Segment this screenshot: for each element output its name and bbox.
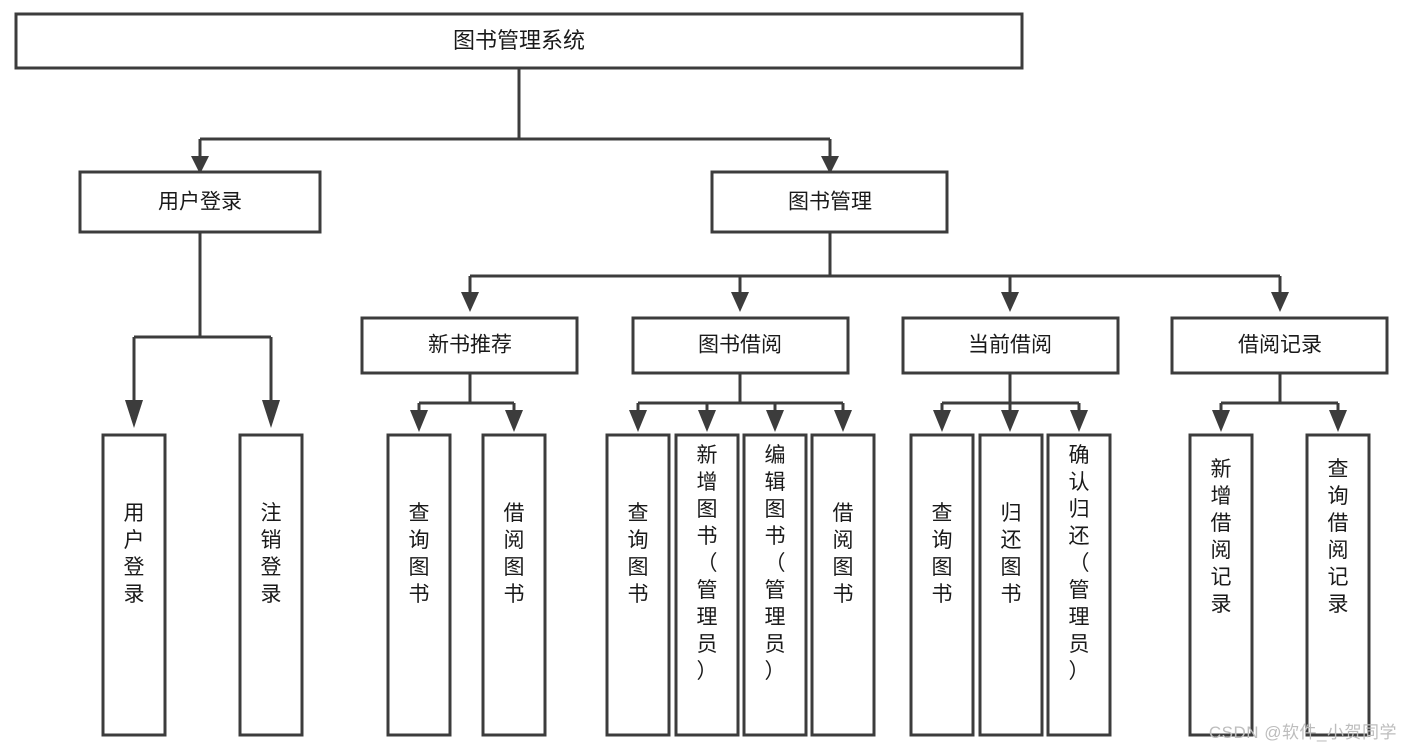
arrow-head-leaf-add-book bbox=[698, 410, 716, 432]
leaf-confirm-return-label: 确认归还（管理员） bbox=[1069, 444, 1090, 683]
node-root-box[interactable] bbox=[14, 12, 1024, 70]
leaf-borrow-book-label: 借阅图书 bbox=[833, 502, 854, 606]
leaf-add-borrow-record[interactable]: 新增借阅记录 bbox=[1188, 433, 1254, 737]
node-book-management-box[interactable] bbox=[710, 170, 949, 234]
node-root[interactable]: 图书管理系统 bbox=[14, 12, 1024, 70]
arrow-head-leaf-confirm-return bbox=[1070, 410, 1088, 432]
leaf-user-login-box[interactable] bbox=[101, 433, 167, 737]
connector-group-root bbox=[191, 68, 839, 174]
node-book-management-label: 图书管理 bbox=[788, 191, 872, 214]
node-current-borrow-box[interactable] bbox=[901, 316, 1120, 375]
connector-currentborrow-to-leaves bbox=[940, 373, 1081, 412]
connector-root-to-level2 bbox=[198, 68, 832, 158]
leaf-confirm-return-box[interactable] bbox=[1046, 433, 1112, 737]
node-user-login-label: 用户登录 bbox=[158, 191, 242, 214]
node-root-label: 图书管理系统 bbox=[453, 28, 585, 53]
leaf-add-borrow-record-box[interactable] bbox=[1188, 433, 1254, 737]
node-book-borrow[interactable]: 图书借阅 bbox=[631, 316, 850, 375]
arrow-head-leaf-query-book-3 bbox=[933, 410, 951, 432]
leaf-borrow-book-rec-label: 借阅图书 bbox=[504, 502, 525, 606]
node-book-borrow-label: 图书借阅 bbox=[698, 334, 782, 357]
node-user-login[interactable]: 用户登录 bbox=[78, 170, 322, 234]
leaf-logout-label: 注销登录 bbox=[261, 502, 282, 606]
leaf-query-book-current-label: 查询图书 bbox=[932, 502, 953, 606]
leaf-borrow-book-box[interactable] bbox=[810, 433, 876, 737]
connector-userlogin-to-leaves bbox=[132, 232, 273, 400]
node-new-book-recommend[interactable]: 新书推荐 bbox=[360, 316, 579, 375]
arrow-head-book-manage bbox=[821, 156, 839, 174]
arrow-head-leaf-add-record bbox=[1212, 410, 1230, 432]
arrow-head-new-book-rec bbox=[461, 292, 479, 312]
arrow-head-leaf-user-login bbox=[125, 400, 143, 428]
leaf-borrow-book-rec[interactable]: 借阅图书 bbox=[481, 433, 547, 737]
leaf-query-book-rec[interactable]: 查询图书 bbox=[386, 433, 452, 737]
leaf-add-book-label: 新增图书（管理员） bbox=[697, 444, 718, 683]
node-borrow-record-label: 借阅记录 bbox=[1238, 334, 1322, 357]
arrow-head-leaf-borrow-book-2 bbox=[834, 410, 852, 432]
leaf-user-login[interactable]: 用户登录 bbox=[101, 433, 167, 737]
connector-group-book-manage bbox=[461, 232, 1289, 312]
leaf-query-book-borrow-label: 查询图书 bbox=[628, 502, 649, 606]
arrow-head-leaf-query-book-1 bbox=[410, 410, 428, 432]
leaf-edit-book-box[interactable] bbox=[742, 433, 808, 737]
leaf-add-book-box[interactable] bbox=[674, 433, 740, 737]
node-new-book-recommend-label: 新书推荐 bbox=[428, 334, 512, 357]
leaf-borrow-book[interactable]: 借阅图书 bbox=[810, 433, 876, 737]
arrow-head-leaf-edit-book bbox=[766, 410, 784, 432]
leaf-logout-box[interactable] bbox=[238, 433, 304, 737]
connector-borrowrecord-to-leaves bbox=[1219, 373, 1340, 412]
node-user-login-box[interactable] bbox=[78, 170, 322, 234]
node-borrow-record[interactable]: 借阅记录 bbox=[1170, 316, 1389, 375]
node-borrow-record-box[interactable] bbox=[1170, 316, 1389, 375]
connector-bookmanage-to-level3 bbox=[468, 232, 1282, 294]
connector-group-new-book-rec bbox=[410, 373, 523, 432]
arrow-head-current-borrow bbox=[1001, 292, 1019, 312]
arrow-head-user-login bbox=[191, 156, 209, 174]
leaf-query-book-borrow[interactable]: 查询图书 bbox=[605, 433, 671, 737]
connector-group-borrow-record bbox=[1212, 373, 1347, 432]
arrow-head-borrow-record bbox=[1271, 292, 1289, 312]
leaf-query-borrow-record-label: 查询借阅记录 bbox=[1328, 458, 1349, 616]
leaf-user-login-label: 用户登录 bbox=[124, 502, 145, 606]
arrow-head-leaf-borrow-book-1 bbox=[505, 410, 523, 432]
node-new-book-recommend-box[interactable] bbox=[360, 316, 579, 375]
leaf-add-borrow-record-label: 新增借阅记录 bbox=[1211, 458, 1232, 616]
leaf-confirm-return[interactable]: 确认归还（管理员） bbox=[1046, 433, 1112, 737]
connector-newbookrec-to-leaves bbox=[417, 373, 516, 412]
node-current-borrow-label: 当前借阅 bbox=[968, 334, 1052, 357]
watermark-text: CSDN @软件_小贺同学 bbox=[1208, 723, 1397, 742]
arrow-head-book-borrow bbox=[731, 292, 749, 312]
arrow-head-leaf-query-record bbox=[1329, 410, 1347, 432]
arrow-head-leaf-query-book-2 bbox=[629, 410, 647, 432]
leaf-edit-book[interactable]: 编辑图书（管理员） bbox=[742, 433, 808, 737]
node-book-management[interactable]: 图书管理 bbox=[710, 170, 949, 234]
leaf-borrow-book-rec-box[interactable] bbox=[481, 433, 547, 737]
leaf-return-book[interactable]: 归还图书 bbox=[978, 433, 1044, 737]
connector-bookborrow-to-leaves bbox=[636, 373, 845, 412]
leaf-add-book[interactable]: 新增图书（管理员） bbox=[674, 433, 740, 737]
leaf-query-borrow-record-box[interactable] bbox=[1305, 433, 1371, 737]
leaf-query-book-current-box[interactable] bbox=[909, 433, 975, 737]
connector-group-current-borrow bbox=[933, 373, 1088, 432]
leaf-query-book-rec-label: 查询图书 bbox=[409, 502, 430, 606]
node-book-borrow-box[interactable] bbox=[631, 316, 850, 375]
leaf-query-book-rec-box[interactable] bbox=[386, 433, 452, 737]
node-current-borrow[interactable]: 当前借阅 bbox=[901, 316, 1120, 375]
arrow-head-leaf-logout bbox=[262, 400, 280, 428]
leaf-query-book-borrow-box[interactable] bbox=[605, 433, 671, 737]
connector-group-book-borrow bbox=[629, 373, 852, 432]
leaf-return-book-label: 归还图书 bbox=[1001, 502, 1022, 606]
leaf-return-book-box[interactable] bbox=[978, 433, 1044, 737]
leaf-query-book-current[interactable]: 查询图书 bbox=[909, 433, 975, 737]
connector-group-user-login bbox=[125, 232, 280, 428]
leaf-logout[interactable]: 注销登录 bbox=[238, 433, 304, 737]
leaf-query-borrow-record[interactable]: 查询借阅记录 bbox=[1305, 433, 1371, 737]
arrow-head-leaf-return-book bbox=[1001, 410, 1019, 432]
leaf-edit-book-label: 编辑图书（管理员） bbox=[765, 444, 786, 683]
